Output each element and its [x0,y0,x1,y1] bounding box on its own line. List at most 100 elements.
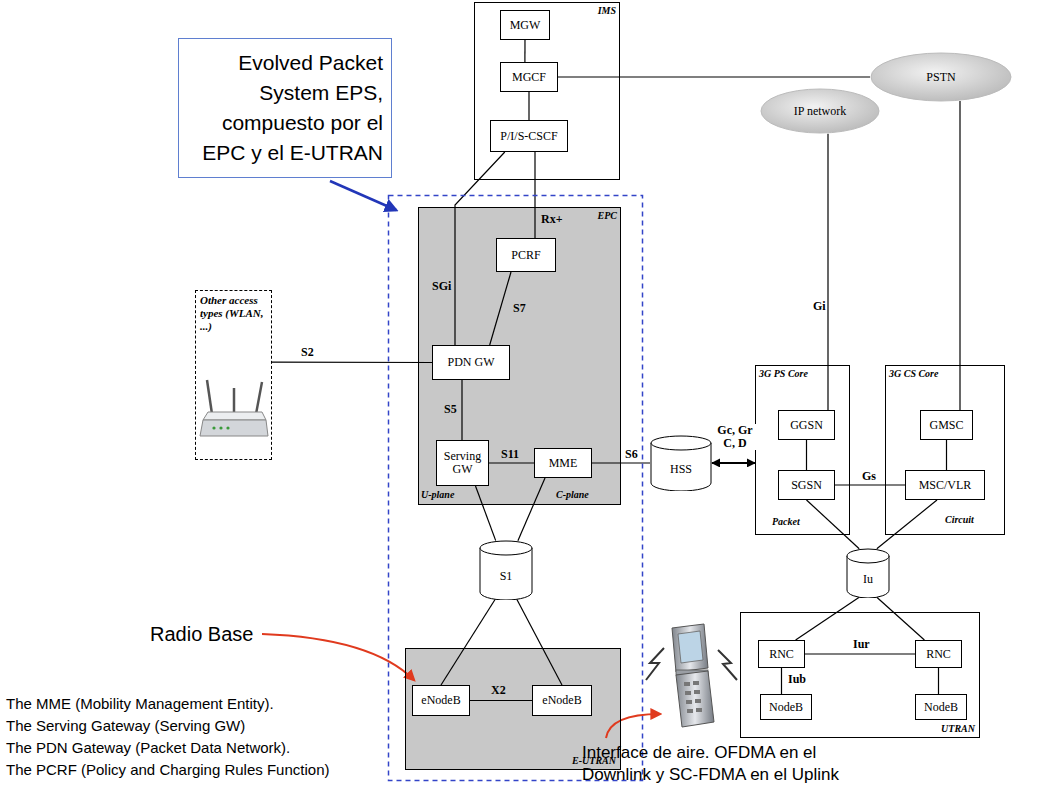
network-element-box: MME [534,448,592,478]
domain-box: 3G PS CoreGGSN SGSN [755,365,850,535]
connector-line [558,76,870,77]
connector-line [835,484,905,485]
interface-label: Gc, Gr C, D [714,424,756,450]
annotation-text: Interface de aire. OFDMA en el Downlink … [582,742,857,786]
domain-heading: 3G PS Core [759,368,808,380]
note-line: The MME (Mobility Management Entity). [6,695,274,713]
note-line: The PCRF (Policy and Charging Rules Func… [6,761,329,779]
box-label: PSTN [926,71,955,84]
network-element-box: PDN GW [432,345,510,380]
access-box: Other access types (WLAN, ...) [195,290,272,460]
ims-domain-box: IMS MGW MGCF P/I/S-CSCF [474,2,620,180]
callout-box: Evolved Packet System EPS, compuesto por… [178,38,392,178]
mobile-phone-icon [672,624,714,727]
interface-label: Rx+ [540,213,564,226]
callout-text: Evolved Packet System EPS, compuesto por… [187,48,383,168]
interface-label: Gs [861,470,877,483]
connector-line [517,599,562,685]
box-label: eNodeB [542,694,581,707]
box-label: MME [549,457,578,470]
network-element-box: GGSN [778,410,835,440]
interface-label: S11 [500,448,520,461]
box-label: P/I/S-CSCF [500,130,557,143]
domain-box: 3G CS CoreGMSCMSC/VLR [885,365,1005,535]
interface-label: S2 [300,346,315,359]
connector-line [524,40,525,62]
connector-line [807,500,860,549]
interface-label: SGi [431,280,452,293]
box-label: Iu [863,573,873,586]
network-element-box: PCRF [496,238,556,272]
interface-label: Iur [852,638,871,651]
connector-line [490,272,511,345]
wifi-router-icon [200,380,268,436]
network-element-box: NodeB [760,694,812,720]
network-element-box: RNC [915,640,962,668]
connector-line [781,668,782,694]
box-label: HSS [670,463,692,476]
cylinder-cap [480,541,532,555]
plane-label: Circuit [945,514,974,526]
network-element-box: MGW [500,10,550,40]
box-label: PCRF [511,249,540,262]
box-label: MGW [510,19,541,32]
plane-label: Packet [772,516,800,528]
network-cloud-ellipse: PSTN [870,52,1012,102]
interface-label: Iub [787,673,807,686]
box-label: eNodeB [421,694,460,707]
box-label: NodeB [924,701,958,714]
box-label: MGCF [512,71,546,84]
network-element-box: GMSC [920,410,973,440]
domain-fill [418,207,621,505]
ellipse-shape [871,53,1011,101]
network-element-box: RNC [758,640,805,668]
domain-fill-group [405,207,621,770]
annotation-text: Radio Base [150,622,253,646]
connector-line [877,597,925,640]
interface-cylinder: Iu [846,548,890,598]
interface-label: Gi [812,300,827,313]
connector-line [805,653,915,654]
network-element-box: MGCF [500,62,558,92]
network-element-box: MSC/VLR [905,470,985,500]
network-element-box: NodeB [915,694,967,720]
note-line: The Serving Gateway (Serving GW) [6,717,245,735]
network-cloud-ellipse: IP network [760,88,880,134]
box-label: S1 [500,570,513,583]
plane-label: U-plane [421,489,454,501]
network-element-box: eNodeB [412,685,470,716]
radio-domain-box: UTRAN RNC RNC NodeB NodeB [740,612,980,738]
box-label: GGSN [790,419,823,432]
domain-heading: IMS [598,5,616,17]
cylinder-cap [847,549,889,563]
connector-line [938,668,939,694]
connector-line [592,462,650,463]
eps-dashed-boundary [389,196,643,781]
note-line: The PDN Gateway (Packet Data Network). [6,739,290,757]
network-element-box: P/I/S-CSCF [490,120,568,152]
access-heading: Other access types (WLAN, ...) [200,294,267,333]
domain-heading: EPC [598,210,617,222]
interface-cylinder: S1 [479,540,533,600]
callout-arrow [262,634,414,680]
connector-line [518,478,545,541]
box-label: Serving GW [439,450,486,476]
cylinder-cap [651,436,711,450]
connector-line [272,362,432,364]
connector-line [806,440,807,470]
box-label: SGSN [791,479,822,492]
plane-label: C-plane [556,489,589,501]
connector-line [461,380,462,440]
radio-link-bolt [718,650,737,680]
connector-line [489,462,534,463]
box-label: GMSC [929,419,963,432]
interface-label: S7 [512,302,527,315]
box-label: RNC [926,648,951,661]
interface-label: S5 [443,403,458,416]
connector-line [470,700,532,701]
connector-line [946,440,947,470]
connector-line [959,101,960,410]
domain-heading: UTRAN [941,723,975,735]
